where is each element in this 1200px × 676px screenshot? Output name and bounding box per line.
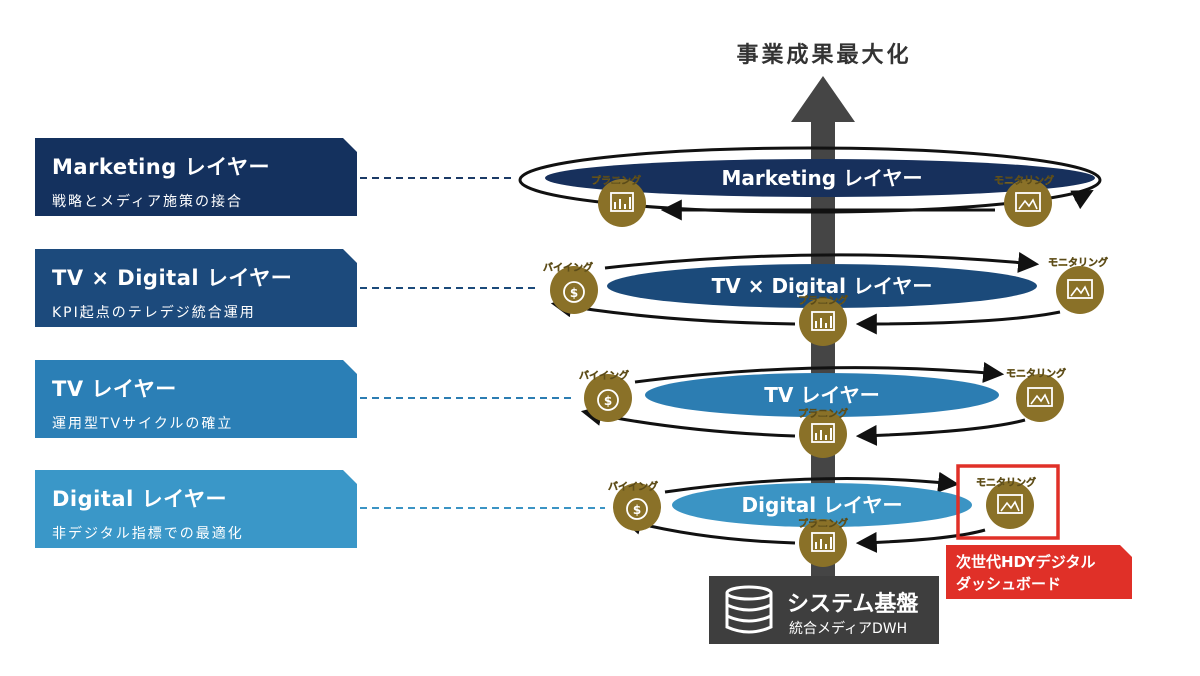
coin-icon [626, 498, 648, 520]
svg-text:モニタリング: モニタリング [994, 174, 1054, 187]
chart-icon [811, 311, 835, 331]
svg-text:プラニング: プラニング [798, 517, 848, 530]
svg-text:モニタリング: モニタリング [1006, 367, 1066, 380]
flow-arrow [855, 310, 1061, 335]
buying-badge: $ バイイング [579, 369, 632, 422]
flow-arrow [855, 528, 986, 553]
svg-text:モニタリング: モニタリング [1048, 256, 1108, 269]
monitor-icon [1015, 192, 1041, 212]
buying-badge: $ バイイング [543, 261, 598, 314]
flow-arrow [634, 362, 1005, 384]
layer-card-digital: Digital レイヤー 非デジタル指標での最適化 [35, 470, 357, 548]
layer-card-subtitle: 非デジタル指標での最適化 [52, 526, 244, 542]
svg-text:バイイング: バイイング [543, 261, 593, 274]
planning-badge: プラニング [798, 294, 848, 346]
svg-text:プラニング: プラニング [798, 294, 848, 307]
planning-badge: プラニング [798, 407, 848, 458]
layer-card-subtitle: 戦略とメディア施策の接合 [52, 194, 244, 210]
top-title: 事業成果最大化 [736, 42, 911, 68]
coin-icon [563, 281, 585, 303]
buying-badge: $ バイイング [608, 480, 661, 531]
monitor-icon [997, 494, 1023, 514]
system-foundation: システム基盤 統合メディアDWH [709, 576, 939, 644]
dashboard-callout: 次世代HDYデジタル ダッシュボード [946, 545, 1132, 599]
callout-line-2: ダッシュボード [956, 575, 1062, 593]
database-icon [725, 585, 773, 634]
layer-ring-tv [645, 373, 999, 417]
svg-text:モニタリング: モニタリング [976, 476, 1036, 489]
ring-label-marketing: Marketing レイヤー [722, 166, 923, 190]
flow-arrow [855, 418, 1026, 446]
system-subtitle: 統合メディアDWH [789, 621, 908, 637]
layer-card-title: Digital レイヤー [52, 487, 227, 511]
layer-card-title: Marketing レイヤー [52, 155, 270, 179]
layer-card-subtitle: 運用型TVサイクルの確立 [52, 416, 234, 432]
monitoring-badge: モニタリング [994, 174, 1054, 227]
svg-text:$: $ [570, 286, 578, 300]
ring-label-tv: TV レイヤー [764, 383, 879, 407]
layer-card-marketing: Marketing レイヤー 戦略とメディア施策の接合 [35, 138, 357, 216]
layer-ring-tv-digital [607, 264, 1037, 308]
coin-icon [597, 389, 619, 411]
chart-icon [811, 423, 835, 443]
planning-badge: プラニング [798, 517, 848, 567]
svg-text:バイイング: バイイング [608, 480, 658, 493]
monitoring-badge: モニタリング [1006, 367, 1066, 422]
svg-text:バイイング: バイイング [579, 369, 629, 382]
ring-label-tv-digital: TV × Digital レイヤー [712, 274, 933, 298]
svg-text:$: $ [604, 394, 612, 408]
chart-icon [610, 192, 634, 212]
svg-text:プラニング: プラニング [591, 174, 641, 187]
monitor-icon [1027, 387, 1053, 407]
layer-ring-digital [672, 483, 972, 527]
layer-ring-marketing [545, 159, 1095, 197]
outer-ring [518, 146, 1102, 214]
monitoring-badge: モニタリング [976, 476, 1036, 529]
layer-card-title: TV × Digital レイヤー [52, 266, 293, 290]
monitoring-badge: モニタリング [1048, 256, 1108, 314]
svg-text:$: $ [633, 503, 641, 517]
flow-arrow [1070, 190, 1094, 210]
ring-label-digital: Digital レイヤー [742, 493, 903, 517]
planning-badge: プラニング [591, 174, 646, 227]
flow-arrow [664, 471, 960, 494]
flow-arrow [604, 251, 1040, 273]
layer-card-title: TV レイヤー [52, 377, 177, 401]
callout-line-1: 次世代HDYデジタル [956, 553, 1096, 571]
layer-card-subtitle: KPI起点のテレデジ統合運用 [52, 305, 256, 321]
monitor-icon [1067, 279, 1093, 299]
dashboard-highlight-box [956, 464, 1060, 540]
chart-icon [811, 532, 835, 552]
layer-card-tv: TV レイヤー 運用型TVサイクルの確立 [35, 360, 357, 438]
system-title: システム基盤 [787, 592, 919, 617]
layer-card-tv-digital: TV × Digital レイヤー KPI起点のテレデジ統合運用 [35, 249, 357, 327]
svg-text:プラニング: プラニング [798, 407, 848, 420]
